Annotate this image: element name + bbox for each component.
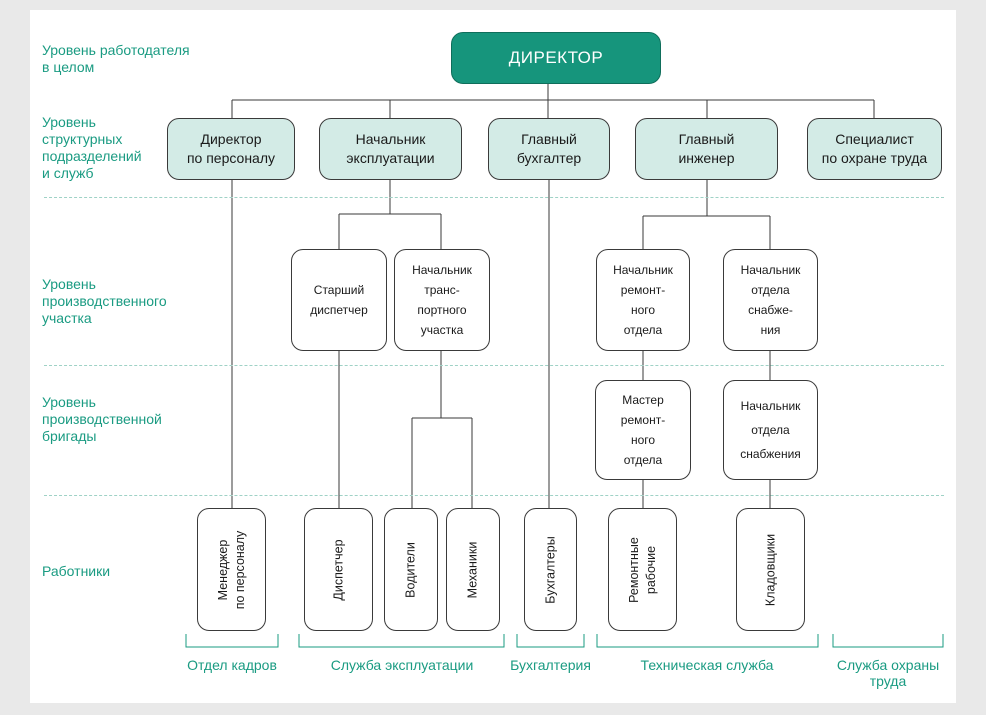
worker-drivers-label: Водители: [403, 541, 418, 598]
worker-hr-manager-box: Менеджер по персоналу: [197, 508, 266, 631]
worker-storekeepers-box: Кладовщики: [736, 508, 805, 631]
worker-mechanics-label: Механики: [465, 541, 480, 598]
level-separator: [44, 197, 944, 198]
connector-lines: [185, 83, 944, 648]
department-hr: Отдел кадров: [187, 657, 277, 673]
chief-engineer-box: Главный инженер: [635, 118, 778, 180]
level-label-structural: Уровень структурных подразделений и служ…: [42, 114, 142, 181]
level-separator: [44, 365, 944, 366]
worker-repair-workers-box: Ремонтные рабочие: [608, 508, 677, 631]
operations-head-box: Начальник эксплуатации: [319, 118, 462, 180]
level-label-production-site: Уровень производственного участка: [42, 276, 167, 326]
transport-head-box: Начальник транс- портного участка: [394, 249, 490, 351]
level-label-employer: Уровень работодателя в целом: [42, 42, 190, 75]
repair-master-box: Мастер ремонт- ного отдела: [595, 380, 691, 480]
worker-drivers-box: Водители: [384, 508, 438, 631]
level-separator: [44, 495, 944, 496]
org-chart: Уровень работодателя в целом Уровень стр…: [30, 10, 956, 703]
worker-accountants-label: Бухгалтеры: [543, 535, 557, 604]
worker-dispatcher-label: Диспетчер: [331, 538, 345, 601]
worker-dispatcher-box: Диспетчер: [304, 508, 373, 631]
worker-repair-workers-label: Ремонтные рабочие: [626, 536, 658, 603]
hr-director-box: Директор по персоналу: [167, 118, 295, 180]
senior-dispatcher-box: Старший диспетчер: [291, 249, 387, 351]
chief-accountant-box: Главный бухгалтер: [488, 118, 610, 180]
department-accounting: Бухгалтерия: [510, 657, 591, 673]
supply-head-2-box: Начальник отдела снабжения: [723, 380, 818, 480]
safety-specialist-box: Специалист по охране труда: [807, 118, 942, 180]
worker-hr-manager-label: Менеджер по персоналу: [215, 530, 247, 609]
director-box: ДИРЕКТОР: [451, 32, 661, 84]
repair-head-box: Начальник ремонт- ного отдела: [596, 249, 690, 351]
department-technical: Техническая служба: [640, 657, 774, 673]
worker-accountants-box: Бухгалтеры: [524, 508, 577, 631]
worker-mechanics-box: Механики: [446, 508, 500, 631]
worker-storekeepers-label: Кладовщики: [763, 533, 777, 606]
level-label-workers: Работники: [42, 563, 111, 579]
department-safety: Служба охраны труда: [836, 657, 940, 689]
level-label-production-brigade: Уровень производственной бригады: [42, 394, 162, 444]
department-operations: Служба эксплуатации: [330, 657, 474, 673]
supply-head-box: Начальник отдела снабже- ния: [723, 249, 818, 351]
